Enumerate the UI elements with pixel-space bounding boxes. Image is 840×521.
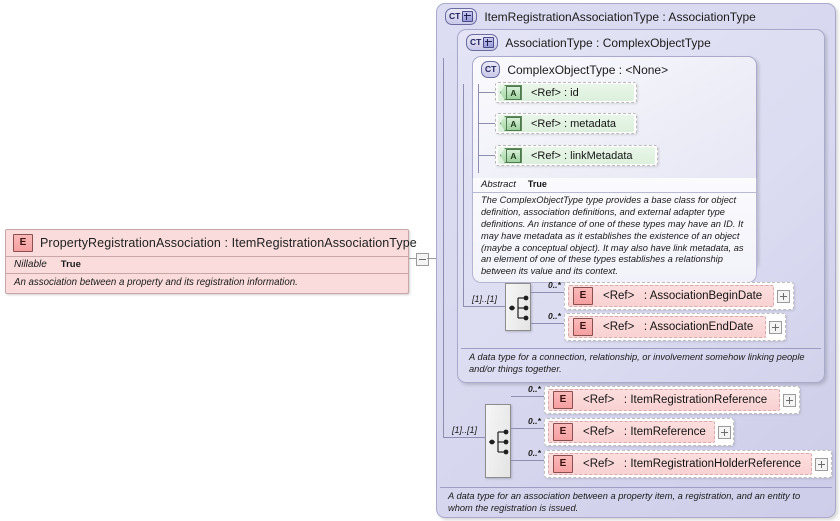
element-icon: E: [13, 234, 33, 252]
plus-toggle[interactable]: [717, 425, 731, 439]
element-ref-inner: E <Ref> : AssociationEndDate: [568, 316, 766, 338]
occurrence-label: 0..*: [548, 311, 561, 321]
sequence2-cardinality: [1]..[1]: [452, 425, 478, 435]
root-element-title: PropertyRegistrationAssociation : ItemRe…: [40, 236, 417, 250]
sequence1-child-line: [531, 292, 564, 293]
abstract-property-row: Abstract True: [473, 178, 756, 193]
type-level2-header: CT AssociationType : ComplexObjectType: [458, 30, 824, 53]
sequence2-trunk-line: [443, 58, 444, 437]
element-ref-label: <Ref> : AssociationBeginDate: [603, 290, 763, 302]
attribute-label: <Ref> : linkMetadata: [531, 149, 633, 162]
plus-toggle[interactable]: [815, 457, 828, 471]
sequence2-child-line: [511, 396, 544, 397]
attribute-icon: A: [500, 85, 522, 100]
element-ref-inner: E <Ref> : ItemRegistrationReference: [548, 389, 780, 411]
element-icon: E: [553, 423, 573, 441]
type-level2-title: AssociationType : ComplexObjectType: [505, 35, 711, 50]
type-level3-detail-panel: Abstract True The ComplexObjectType type…: [472, 178, 757, 284]
plus-toggle[interactable]: [783, 393, 796, 407]
sequence2-entry-line: [443, 437, 485, 438]
element-ref-label: <Ref> : ItemReference: [583, 426, 706, 438]
ct-label: CT: [449, 11, 461, 22]
type-level1-title: ItemRegistrationAssociationType : Associ…: [484, 9, 756, 24]
element-ref-label: <Ref> : ItemRegistrationReference: [583, 394, 768, 406]
property-value: True: [527, 179, 547, 189]
type-level3-documentation: The ComplexObjectType type provides a ba…: [481, 195, 744, 277]
element-icon: E: [553, 391, 573, 409]
sequence2-child-line: [511, 428, 544, 429]
element-ref-inner: E <Ref> : ItemReference: [548, 421, 715, 443]
attr-trunk-line: [478, 84, 479, 173]
occurrence-label: 0..*: [528, 384, 541, 394]
element-ref-associationenddate[interactable]: E <Ref> : AssociationEndDate: [564, 313, 786, 341]
attribute-row-id[interactable]: A <Ref> : id: [495, 82, 637, 103]
element-ref-label: <Ref> : AssociationEndDate: [603, 321, 754, 333]
attribute-row-inner: A <Ref> : id: [498, 84, 634, 101]
element-ref-itemregistrationreference[interactable]: E <Ref> : ItemRegistrationReference: [544, 386, 800, 414]
plus-glyph: [483, 37, 495, 48]
element-ref-inner: E <Ref> : ItemRegistrationHolderReferenc…: [548, 453, 812, 475]
attr-branch-line: [478, 92, 496, 93]
attr-branch-line: [478, 155, 496, 156]
sequence2-child-line: [511, 460, 544, 461]
sequence-compositor-icon: [489, 429, 509, 455]
ct-label: CT: [485, 64, 497, 75]
attribute-row-inner: A <Ref> : linkMetadata: [498, 147, 655, 164]
root-element-property-row: Nillable True: [6, 257, 408, 274]
sequence-compositor[interactable]: [505, 283, 531, 331]
root-element-title-row: E PropertyRegistrationAssociation : Item…: [6, 230, 417, 257]
sequence-compositor-icon: [509, 295, 529, 321]
type-level1-documentation: A data type for an association between a…: [440, 487, 832, 515]
attribute-label: <Ref> : id: [531, 86, 579, 99]
ct-label: CT: [470, 37, 482, 48]
type-level1-header: CT ItemRegistrationAssociationType : Ass…: [437, 4, 835, 27]
element-icon: E: [573, 318, 593, 336]
sequence1-trunk-line: [463, 84, 464, 306]
element-ref-itemreference[interactable]: E <Ref> : ItemReference: [544, 418, 734, 446]
element-icon: E: [573, 287, 593, 305]
minus-toggle[interactable]: [416, 253, 429, 266]
connector-line: [427, 258, 436, 259]
sequence1-child-line: [531, 323, 564, 324]
plus-toggle[interactable]: [769, 320, 782, 334]
element-icon: E: [553, 455, 573, 473]
plus-toggle[interactable]: [777, 289, 790, 303]
property-key: Nillable: [14, 259, 47, 270]
complextype-expandable-icon[interactable]: CT: [466, 34, 499, 51]
sequence-compositor[interactable]: [485, 404, 511, 478]
connector-line: [409, 258, 417, 259]
property-value: True: [60, 259, 81, 270]
element-ref-associationbegindate[interactable]: E <Ref> : AssociationBeginDate: [564, 282, 794, 310]
element-ref-inner: E <Ref> : AssociationBeginDate: [568, 285, 774, 307]
occurrence-label: 0..*: [528, 448, 541, 458]
attribute-icon: A: [500, 116, 522, 131]
occurrence-label: 0..*: [548, 280, 561, 290]
sequence1-entry-line: [463, 306, 505, 307]
sequence1-cardinality: [1]..[1]: [472, 294, 498, 304]
plus-glyph: [462, 11, 474, 22]
element-ref-label: <Ref> : ItemRegistrationHolderReference: [583, 458, 801, 470]
complextype-expandable-icon[interactable]: CT: [445, 8, 478, 25]
attribute-icon: A: [500, 148, 522, 163]
element-ref-itemregistrationholderreference[interactable]: E <Ref> : ItemRegistrationHolderReferenc…: [544, 450, 832, 478]
attribute-label: <Ref> : metadata: [531, 117, 616, 130]
attribute-row-linkmetadata[interactable]: A <Ref> : linkMetadata: [495, 145, 658, 166]
complextype-icon[interactable]: CT: [481, 61, 501, 78]
occurrence-label: 0..*: [528, 416, 541, 426]
root-element-documentation: An association between a property and it…: [14, 277, 298, 288]
property-key: Abstract: [481, 179, 516, 190]
type-level3-header: CT ComplexObjectType : <None>: [473, 57, 756, 80]
root-element-box[interactable]: E PropertyRegistrationAssociation : Item…: [5, 229, 417, 295]
attribute-row-inner: A <Ref> : metadata: [498, 115, 634, 132]
type-level2-documentation: A data type for a connection, relationsh…: [461, 348, 821, 376]
attr-branch-line: [478, 123, 496, 124]
type-level3-title: ComplexObjectType : <None>: [507, 62, 669, 77]
attribute-row-metadata[interactable]: A <Ref> : metadata: [495, 113, 637, 134]
